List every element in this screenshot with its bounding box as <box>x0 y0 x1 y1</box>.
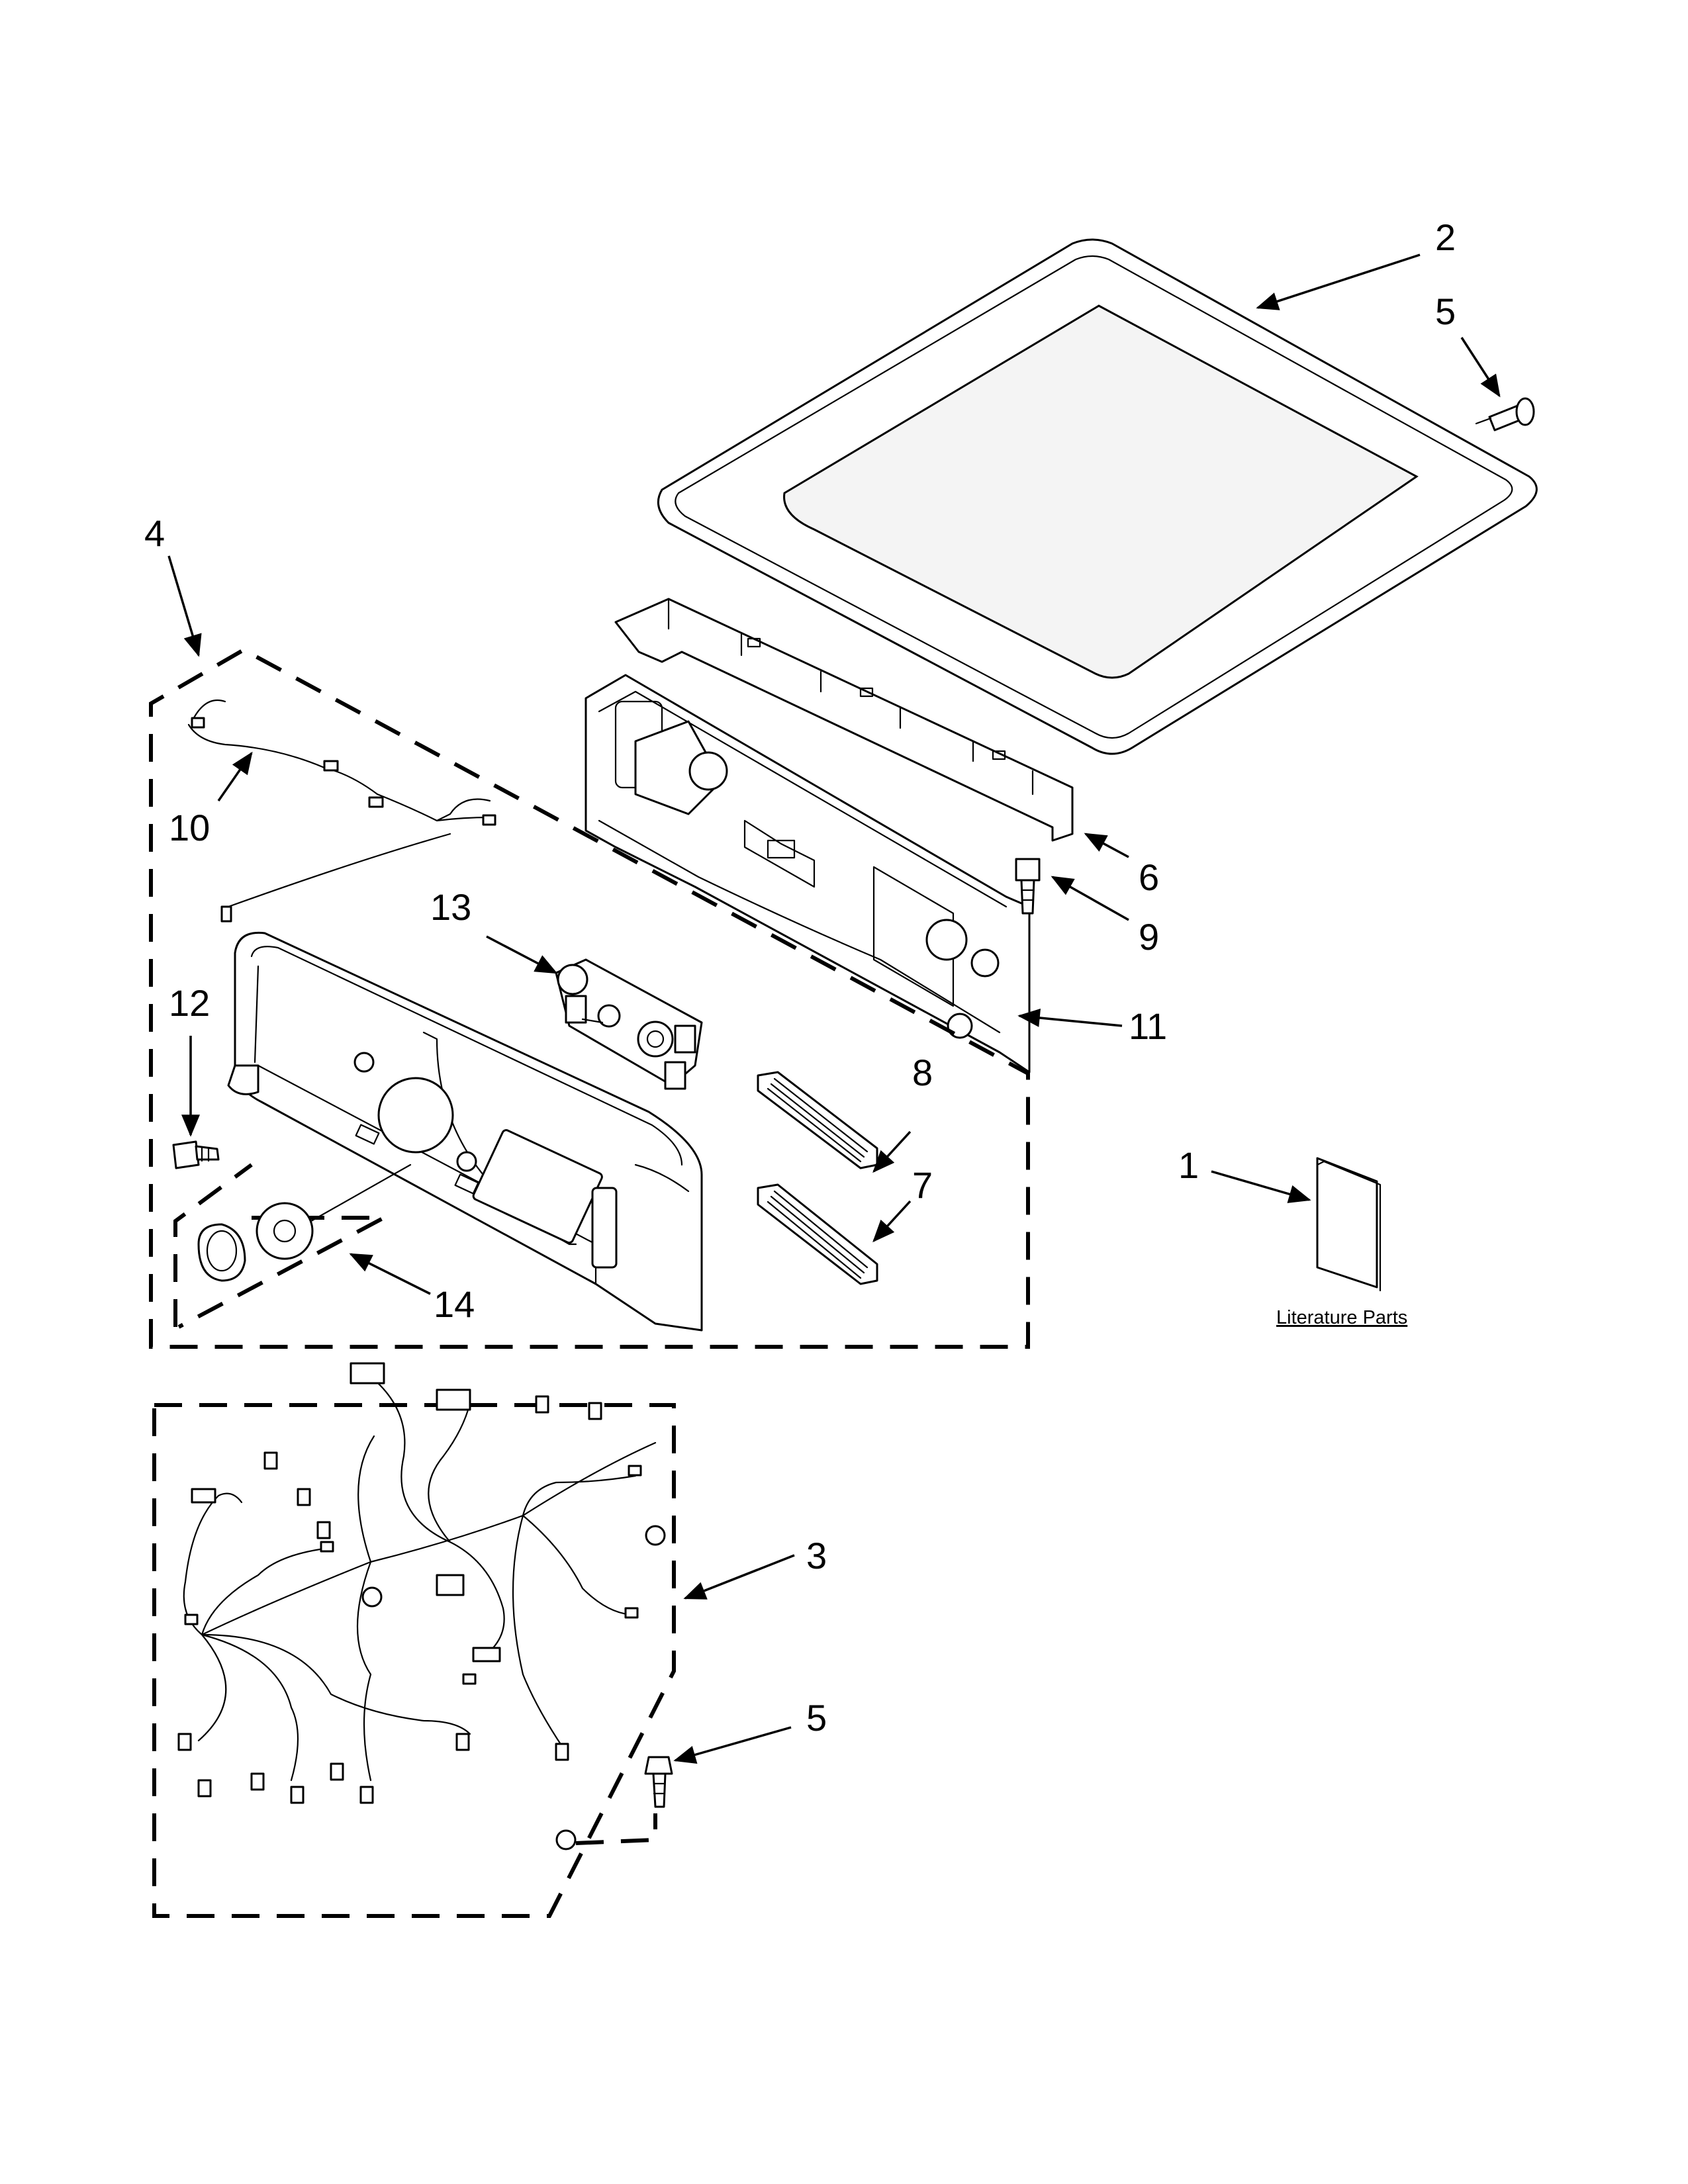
screw-top <box>1475 397 1535 432</box>
callout-9: 9 <box>1139 916 1159 958</box>
leader-8 <box>872 1130 912 1173</box>
callout-10: 10 <box>169 807 210 848</box>
ribbon-cable-seven <box>757 1183 878 1285</box>
leader-4 <box>167 555 202 657</box>
screw-bottom <box>644 1756 673 1808</box>
leader-3 <box>683 1554 795 1600</box>
assembly-boundary-console <box>149 647 1030 1349</box>
callout-11: 11 <box>1129 1005 1167 1047</box>
screw-nine <box>1015 858 1041 915</box>
callout-6: 6 <box>1139 856 1159 898</box>
console-rail <box>614 598 1074 842</box>
ribbon-cable-eight <box>757 1071 878 1169</box>
callout-5-top: 5 <box>1435 291 1456 332</box>
callout-14: 14 <box>434 1283 475 1325</box>
leader-10 <box>217 751 253 801</box>
control-knob <box>197 1163 412 1282</box>
top-panel <box>657 238 1538 755</box>
leader-11 <box>1017 1009 1123 1027</box>
leader-1 <box>1211 1170 1311 1203</box>
leader-5-bottom <box>673 1726 792 1764</box>
literature-parts-label: Literature Parts <box>1276 1307 1407 1328</box>
main-wire-harness <box>177 1362 666 1850</box>
callout-7: 7 <box>912 1164 933 1206</box>
callout-4: 4 <box>144 512 165 554</box>
callout-12: 12 <box>169 982 210 1024</box>
screw-bottom-link <box>575 1813 657 1845</box>
leader-5-top <box>1460 337 1501 398</box>
assembly-boundary-harness <box>152 1403 676 1918</box>
control-board <box>555 958 703 1090</box>
callout-8: 8 <box>912 1052 933 1093</box>
leader-7 <box>872 1200 912 1243</box>
console-panel <box>227 931 703 1332</box>
leader-6 <box>1084 833 1129 858</box>
screw-twelve <box>172 1140 220 1169</box>
callout-3: 3 <box>806 1535 827 1576</box>
leader-2 <box>1256 253 1421 310</box>
assembly-boundary-knob <box>173 1163 385 1329</box>
leader-14 <box>349 1253 431 1295</box>
leader-13 <box>486 935 558 974</box>
callout-5-bottom: 5 <box>806 1697 827 1739</box>
console-bracket <box>585 674 1031 1073</box>
literature-book <box>1316 1157 1382 1292</box>
console-wire-harness <box>187 699 496 923</box>
leader-9 <box>1051 876 1129 921</box>
callout-13: 13 <box>430 886 471 928</box>
callout-1: 1 <box>1178 1144 1199 1186</box>
callout-2: 2 <box>1435 216 1456 258</box>
